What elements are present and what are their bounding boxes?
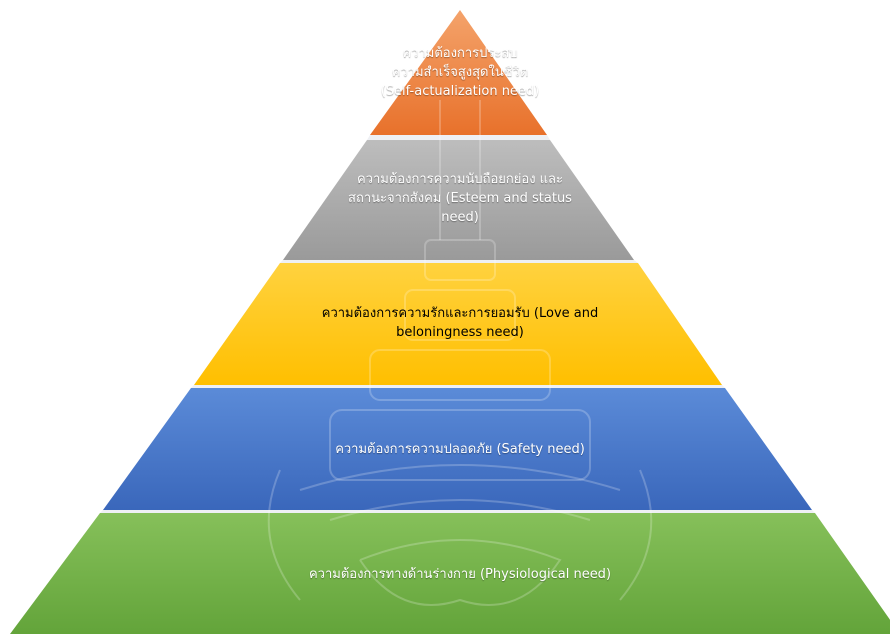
label-love-line-2: beloningness need) bbox=[396, 325, 524, 340]
emblem-watermark bbox=[267, 100, 653, 606]
label-self-actualization-line-1: ความต้องการประสบ bbox=[402, 46, 518, 61]
label-physiological-line-1: ความต้องการทางด้านร่างกาย (Physiological… bbox=[308, 567, 612, 582]
label-physiological: ความต้องการทางด้านร่างกาย (Physiological… bbox=[220, 565, 700, 584]
label-love: ความต้องการความรักและการยอมรับ (Love and… bbox=[260, 304, 660, 342]
level-safety bbox=[103, 388, 812, 510]
label-esteem-line-2: สถานะจากสังคม (Esteem and status bbox=[348, 191, 572, 206]
label-safety-line-1: ความต้องการความปลอดภัย (Safety need) bbox=[335, 442, 585, 457]
label-safety: ความต้องการความปลอดภัย (Safety need) bbox=[250, 440, 670, 459]
level-separators bbox=[100, 135, 815, 513]
level-love bbox=[194, 263, 722, 385]
level-self-actualization bbox=[370, 10, 547, 135]
label-love-line-1: ความต้องการความรักและการยอมรับ (Love and bbox=[321, 306, 599, 321]
label-esteem: ความต้องการความนับถือยกย่อง และ สถานะจาก… bbox=[320, 170, 600, 227]
label-self-actualization-line-3: (Self-actualization need) bbox=[380, 84, 540, 99]
label-self-actualization-line-2: ความสำเร็จสูงสุดในชีวิต bbox=[391, 65, 529, 80]
level-physiological bbox=[10, 513, 890, 634]
label-esteem-line-3: need) bbox=[441, 210, 479, 225]
level-esteem bbox=[283, 140, 634, 260]
label-self-actualization: ความต้องการประสบ ความสำเร็จสูงสุดในชีวิต… bbox=[330, 44, 590, 101]
label-esteem-line-1: ความต้องการความนับถือยกย่อง และ bbox=[356, 172, 564, 187]
